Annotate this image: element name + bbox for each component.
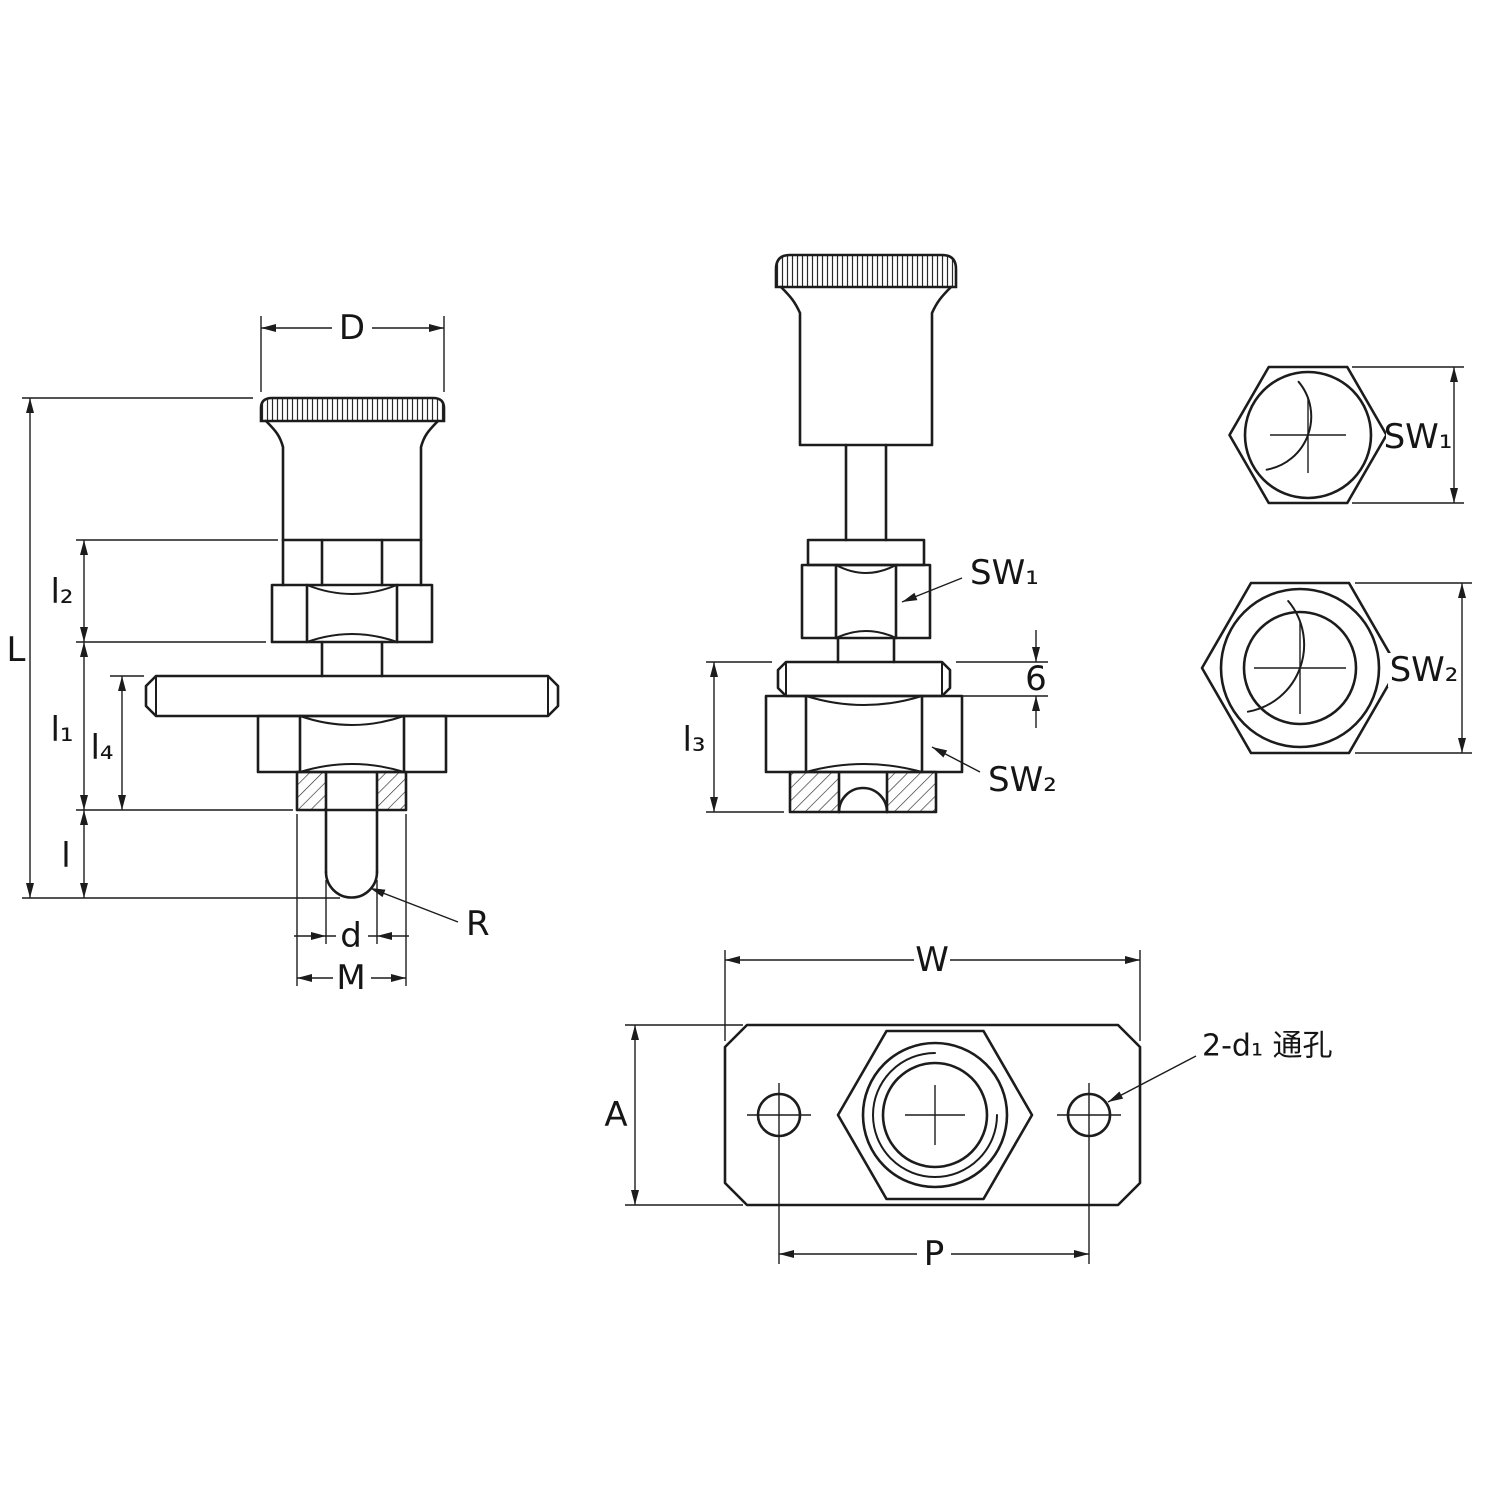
dim-label-D: D xyxy=(339,308,365,348)
lower-hex-nut-front xyxy=(256,714,448,774)
dim-label-l3: l₃ xyxy=(682,720,705,760)
leader-through-holes xyxy=(1107,1055,1197,1103)
through-hole-right xyxy=(1057,1083,1121,1147)
extension-lines-sw1 xyxy=(1352,366,1464,504)
dim-label-M: M xyxy=(336,958,365,998)
center-mark-sw2 xyxy=(1254,622,1346,714)
center-bore-outer xyxy=(861,1041,1009,1189)
lower-hex-nut-side xyxy=(764,694,964,774)
outer-circle-sw2 xyxy=(1219,587,1381,749)
center-bore-inner xyxy=(881,1061,989,1169)
dim-label-l4: l₄ xyxy=(90,728,113,768)
dim-label-l1: l₁ xyxy=(50,710,73,750)
center-mark-bore xyxy=(905,1085,965,1145)
retracted-pin-tip xyxy=(837,786,889,814)
center-mark-sw1 xyxy=(1270,397,1346,473)
dim-label-A: A xyxy=(604,1095,627,1135)
mounting-plate-outline xyxy=(723,1023,1142,1207)
hex-outline-sw1 xyxy=(1228,365,1388,505)
side-view xyxy=(764,253,964,814)
knob-body xyxy=(264,419,440,542)
dim-label-P: P xyxy=(924,1234,945,1274)
dim-label-SW2-top: SW₂ xyxy=(1390,650,1459,690)
plunger-stem xyxy=(844,443,888,542)
dim-label-SW1-side: SW₁ xyxy=(970,553,1039,593)
leader-SW2 xyxy=(931,746,981,773)
dim-label-d: d xyxy=(340,916,362,956)
lock-sleeve xyxy=(806,538,926,567)
through-hole-left xyxy=(747,1083,811,1147)
hex-top-view-sw1: SW₁ xyxy=(1228,365,1464,505)
flange-plate-top-view xyxy=(723,1023,1142,1207)
knurled-knob-head xyxy=(259,396,446,423)
center-hex xyxy=(836,1029,1034,1201)
extension-lines xyxy=(22,316,445,986)
front-view xyxy=(144,396,560,899)
dim-label-W: W xyxy=(915,940,949,980)
side-view-dimensions: l₃ 6 SW₁ SW₂ xyxy=(682,553,1057,813)
dim-label-6: 6 xyxy=(1025,659,1047,699)
dim-label-through-holes: 2-d₁ 通孔 xyxy=(1202,1029,1333,1064)
threaded-neck-side xyxy=(836,636,896,664)
plunger-pin xyxy=(324,808,379,899)
chamfer-arc-sw1 xyxy=(1265,380,1313,471)
knob-skirt xyxy=(281,538,423,587)
leader-R xyxy=(369,887,459,923)
flange-plate-side xyxy=(776,660,952,698)
thread-arc xyxy=(872,1052,998,1178)
extension-lines-side xyxy=(706,661,1048,813)
threaded-neck xyxy=(320,640,384,678)
dim-label-l: l xyxy=(61,836,70,876)
upper-hex-nut-side xyxy=(800,563,932,640)
dim-label-SW1-top: SW₁ xyxy=(1384,417,1453,457)
dim-label-L: L xyxy=(7,630,26,670)
extension-lines-plate xyxy=(625,950,1141,1264)
hex-outline-sw2 xyxy=(1200,581,1400,755)
inner-circle-sw2 xyxy=(1242,610,1358,726)
upper-hex-nut-front xyxy=(270,583,434,644)
hex-top-view-sw2: SW₂ xyxy=(1200,581,1472,755)
knob-body-side xyxy=(779,285,953,447)
dim-label-l2: l₂ xyxy=(50,572,73,612)
front-view-dimensions: D L l₂ l₁ l₄ l d M R xyxy=(7,308,490,998)
threaded-bushing-section-side xyxy=(788,770,938,814)
threaded-bushing-section xyxy=(295,770,408,812)
plate-dimensions: W A P 2-d₁ 通孔 xyxy=(604,940,1332,1274)
flange-plate-front xyxy=(144,674,560,718)
dim-label-SW2-side: SW₂ xyxy=(988,760,1057,800)
leader-SW1 xyxy=(901,577,963,603)
extension-lines-sw2 xyxy=(1355,582,1472,754)
dim-label-R: R xyxy=(466,904,490,944)
chamfer-circle-sw1 xyxy=(1243,370,1373,500)
knurled-knob-head-side xyxy=(774,253,958,289)
